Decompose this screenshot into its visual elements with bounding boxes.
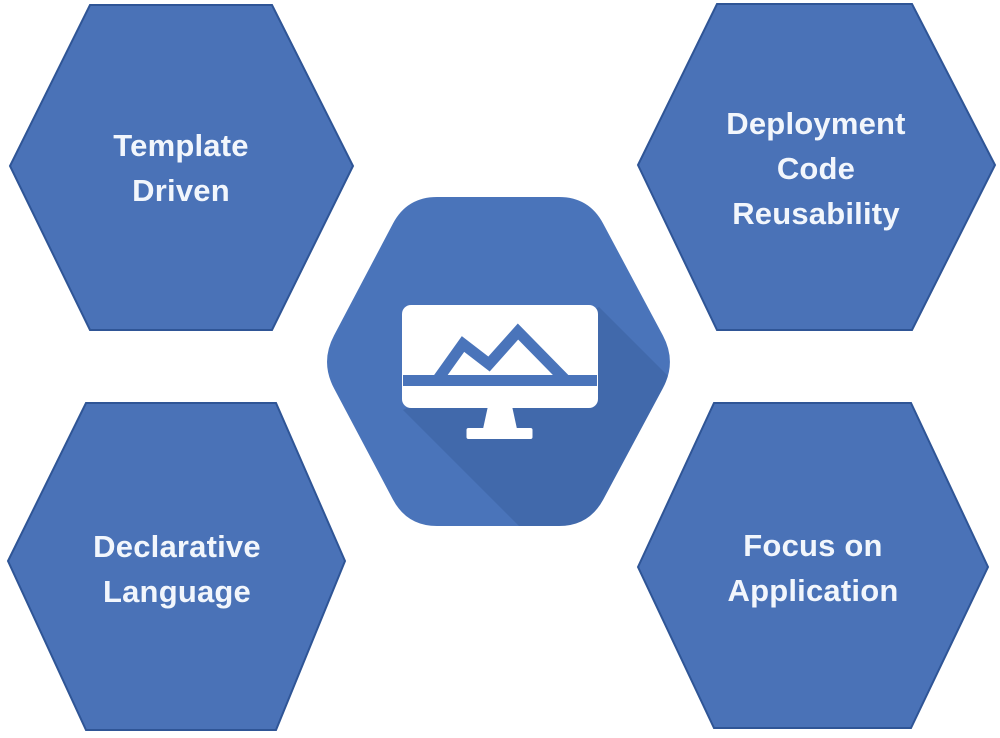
hexagon-declarative-language bbox=[6, 402, 347, 731]
hexagon-label-deployment-code-reusability: Deployment Code Reusability bbox=[726, 105, 906, 231]
hexagon-deployment-code-reusability bbox=[636, 3, 997, 331]
hexagon-focus-on-application bbox=[636, 402, 990, 729]
center-badge bbox=[327, 197, 670, 526]
hexagon-label-declarative-language: Declarative Language bbox=[93, 529, 261, 609]
icon-long-shadow bbox=[403, 307, 670, 526]
hexagon-label-focus-on-application: Focus on Application bbox=[727, 528, 899, 608]
hexagon-label-template-driven: Template Driven bbox=[113, 128, 249, 208]
monitor-line-chart-icon bbox=[402, 305, 598, 439]
hexagon-template-driven bbox=[8, 4, 355, 331]
